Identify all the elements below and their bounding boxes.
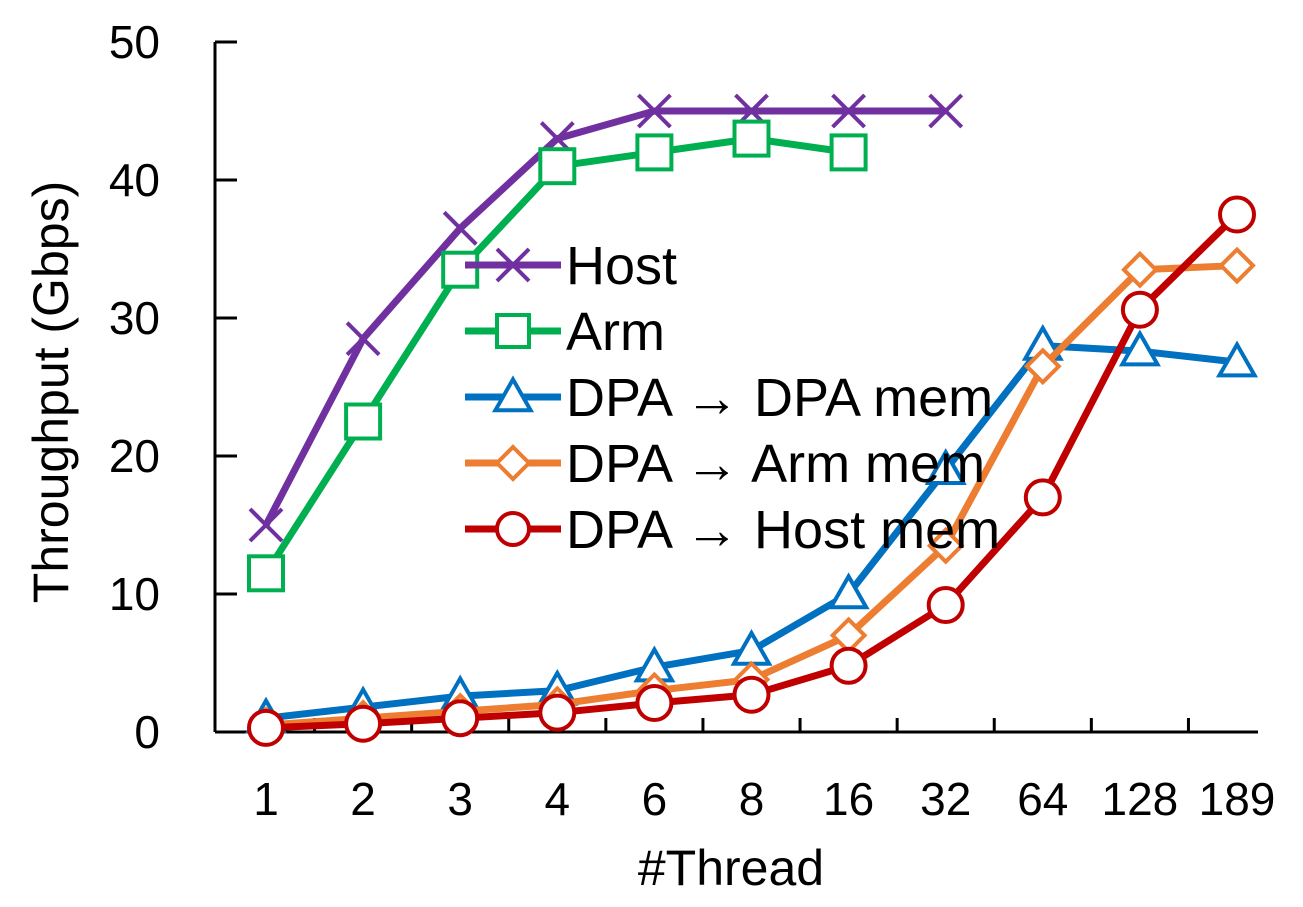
x-tick-label: 16 bbox=[823, 773, 874, 825]
data-point bbox=[829, 133, 868, 172]
data-point bbox=[829, 646, 868, 685]
x-ticks: 1 2 3 4 6 8 16 32 64 128 189 bbox=[253, 718, 1275, 825]
axes bbox=[213, 42, 1258, 734]
x-axis-title: #Thread bbox=[638, 840, 824, 896]
x-tick-label: 6 bbox=[642, 773, 668, 825]
y-axis-title: Throughput (Gbps) bbox=[23, 181, 79, 603]
y-ticks: 0 10 20 30 40 50 bbox=[109, 16, 237, 758]
data-point bbox=[1215, 340, 1259, 378]
data-point bbox=[345, 321, 381, 357]
legend-item: Host bbox=[465, 236, 677, 296]
x-tick-label: 32 bbox=[920, 773, 971, 825]
y-tick-label: 30 bbox=[109, 292, 160, 344]
series-4 bbox=[247, 195, 1256, 747]
data-point bbox=[1023, 347, 1062, 386]
series-3 bbox=[247, 246, 1256, 744]
x-tick-label: 64 bbox=[1017, 773, 1068, 825]
data-point bbox=[732, 675, 771, 714]
data-point bbox=[926, 586, 965, 625]
legend-marker bbox=[491, 375, 535, 413]
legend-label: Arm bbox=[566, 302, 665, 362]
legend-label: DPA → DPA mem bbox=[566, 368, 993, 428]
legend-label: DPA → Arm mem bbox=[566, 434, 985, 494]
legend-label: Host bbox=[566, 236, 677, 296]
x-tick-label: 189 bbox=[1199, 773, 1276, 825]
data-point bbox=[827, 572, 870, 610]
y-tick-label: 50 bbox=[109, 16, 160, 68]
legend-item: DPA → DPA mem bbox=[465, 368, 993, 428]
series-line bbox=[262, 107, 946, 527]
x-tick-label: 128 bbox=[1102, 773, 1179, 825]
data-point bbox=[636, 93, 672, 129]
data-point bbox=[1023, 478, 1062, 517]
y-tick-label: 20 bbox=[109, 430, 160, 482]
data-point bbox=[1121, 250, 1159, 289]
data-point bbox=[441, 250, 480, 289]
data-point bbox=[926, 526, 965, 565]
data-point bbox=[831, 93, 867, 129]
x-tick-label: 3 bbox=[447, 773, 473, 825]
legend-label: DPA → Host mem bbox=[566, 500, 1000, 560]
legend-item: Arm bbox=[465, 302, 665, 362]
legend-marker bbox=[494, 444, 532, 482]
data-point bbox=[635, 684, 674, 723]
data-point bbox=[924, 448, 967, 485]
legend-item: DPA → Host mem bbox=[465, 500, 1000, 560]
legend-marker bbox=[495, 511, 531, 547]
data-point bbox=[344, 704, 383, 743]
y-tick-label: 0 bbox=[134, 706, 160, 758]
data-point bbox=[248, 507, 284, 543]
series-1 bbox=[247, 119, 868, 593]
legend-item: DPA → Arm mem bbox=[465, 434, 985, 494]
data-point bbox=[247, 708, 285, 747]
y-tick-label: 10 bbox=[109, 568, 160, 620]
x-tick-label: 4 bbox=[545, 773, 571, 825]
data-point bbox=[1120, 290, 1159, 329]
data-point bbox=[344, 402, 383, 441]
data-point bbox=[1218, 246, 1256, 285]
data-point bbox=[442, 210, 478, 246]
data-point bbox=[441, 699, 480, 738]
x-tick-label: 2 bbox=[350, 773, 376, 825]
x-tick-label: 8 bbox=[739, 773, 765, 825]
legend-marker bbox=[495, 313, 531, 349]
series-layer bbox=[244, 93, 1259, 747]
data-point bbox=[247, 554, 285, 593]
data-point bbox=[635, 133, 674, 172]
data-point bbox=[538, 693, 577, 732]
data-point bbox=[1118, 329, 1161, 367]
data-point bbox=[538, 147, 577, 186]
data-point bbox=[1218, 195, 1256, 234]
y-tick-label: 40 bbox=[109, 154, 160, 206]
x-tick-label: 1 bbox=[253, 773, 279, 825]
data-point bbox=[928, 93, 964, 129]
legend-marker bbox=[495, 247, 531, 283]
data-point bbox=[732, 119, 771, 158]
data-point bbox=[730, 628, 773, 666]
